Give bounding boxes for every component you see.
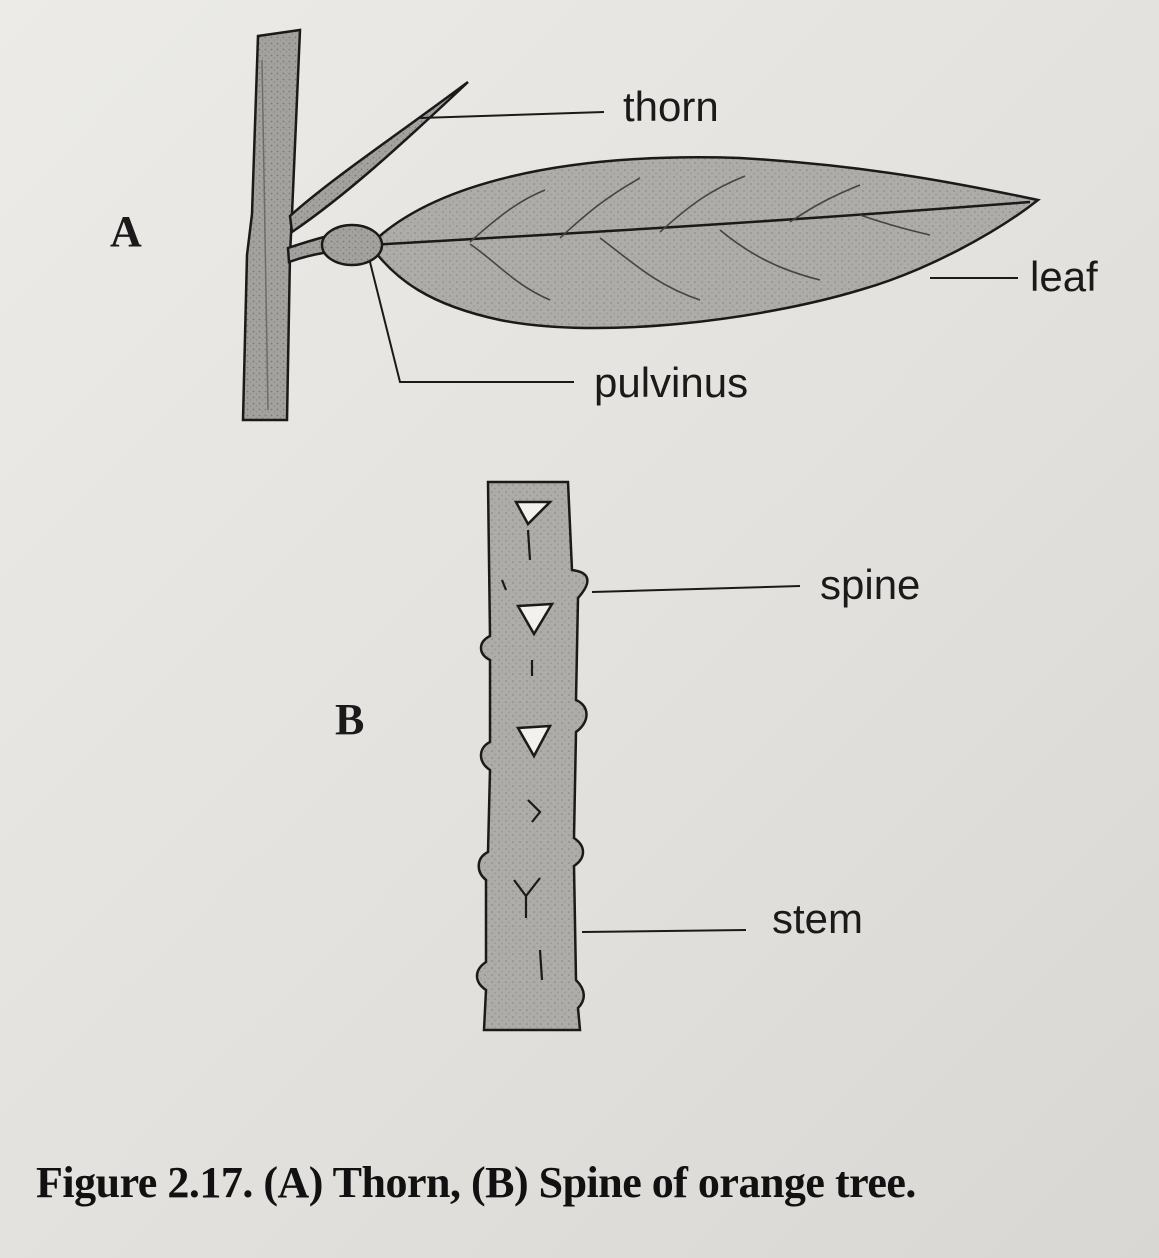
spine-3 <box>515 724 553 759</box>
pulvinus-label: pulvinus <box>594 359 749 406</box>
pulvinus-leader-line <box>369 261 574 383</box>
spine-1 <box>513 500 554 527</box>
spine-2 <box>515 602 555 637</box>
spine-leader-line <box>591 585 801 593</box>
panel-b-drawing <box>475 480 801 1032</box>
panel-a-letter: A <box>110 207 142 256</box>
thorn-label: thorn <box>623 83 719 130</box>
leaf-blade <box>368 156 1041 330</box>
panel-b-stem <box>475 480 589 1032</box>
pulvinus <box>320 223 384 267</box>
stem-label: stem <box>772 895 864 942</box>
panel-a-stem <box>241 28 302 422</box>
thorn-leader-line <box>419 111 605 119</box>
spine-label: spine <box>820 561 921 608</box>
thorn <box>288 80 469 235</box>
figure-caption: Figure 2.17. (A) Thorn, (B) Spine of ora… <box>36 1158 916 1207</box>
panel-b-letter: B <box>335 695 365 744</box>
leaf-label: leaf <box>1030 253 1098 300</box>
panel-a-drawing <box>241 28 1041 422</box>
stem-leader-line <box>581 929 747 933</box>
